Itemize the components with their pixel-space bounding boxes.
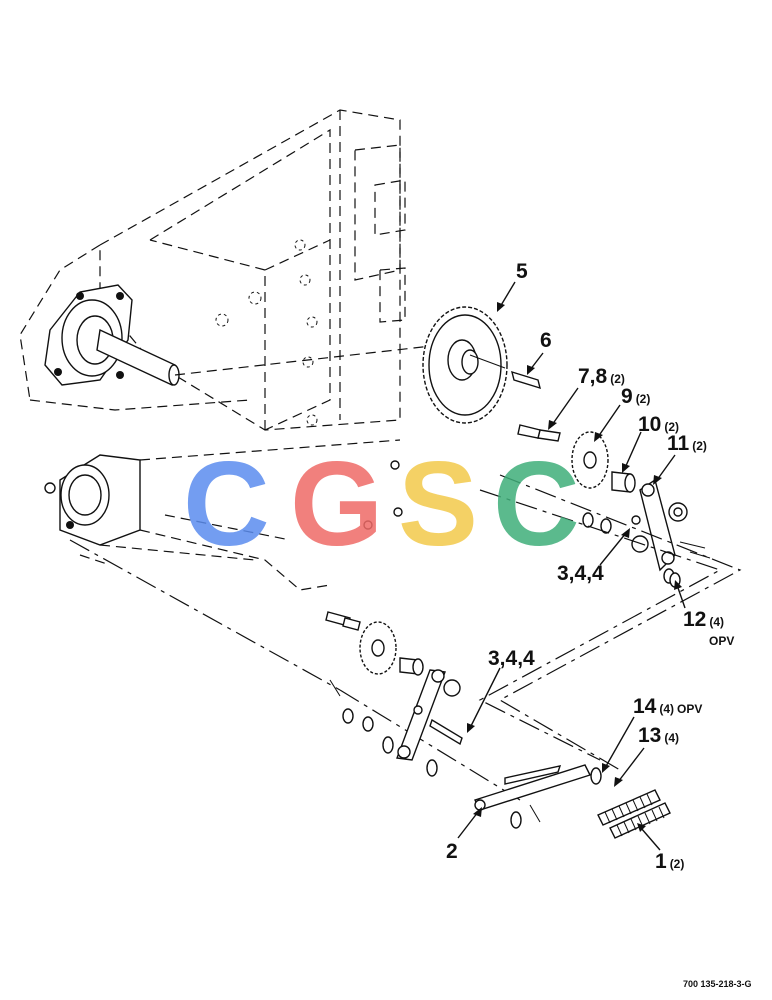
callout-labels: 5 6 7,8(2) 9(2) 10(2) 11(2) 3,4,4 12(4) …	[446, 260, 734, 873]
callout-5: 5	[516, 260, 528, 283]
callout-3-4-4-upper: 3,4,4	[557, 562, 604, 585]
leader-arrows	[457, 281, 686, 851]
watermark-letter-g: G	[290, 437, 383, 571]
callout-13: 13(4)	[638, 724, 679, 747]
watermark: C G S C	[183, 437, 580, 571]
tensioner-arm	[474, 764, 602, 829]
watermark-letter-s: S	[398, 437, 478, 571]
watermark-letter-c2: C	[493, 437, 580, 571]
large-sprocket	[422, 306, 508, 424]
callout-1: 1(2)	[655, 850, 684, 873]
watermark-letter-c1: C	[183, 437, 270, 571]
callout-3-4-4-lower: 3,4,4	[488, 647, 535, 670]
callout-7-8: 7,8(2)	[578, 365, 625, 388]
springs	[597, 789, 671, 839]
upper-idler-assembly	[517, 424, 711, 588]
callout-12-note: OPV	[709, 634, 734, 648]
upper-bearing-flange	[44, 284, 441, 387]
callout-2: 2	[446, 840, 458, 863]
callout-6: 6	[540, 329, 552, 352]
key	[511, 370, 541, 390]
lower-bearing-plate	[44, 439, 403, 591]
callout-11: 11(2)	[667, 432, 707, 455]
callout-12: 12(4)	[683, 608, 724, 631]
drawing-number: 700 135-218-3-G	[683, 979, 752, 989]
chain-path	[69, 474, 742, 801]
lower-idler-assembly	[325, 611, 463, 777]
callout-9: 9(2)	[621, 385, 650, 408]
callout-14: 14(4)OPV	[633, 695, 702, 718]
frame-housing	[19, 109, 406, 431]
callout-10: 10(2)	[638, 413, 679, 436]
